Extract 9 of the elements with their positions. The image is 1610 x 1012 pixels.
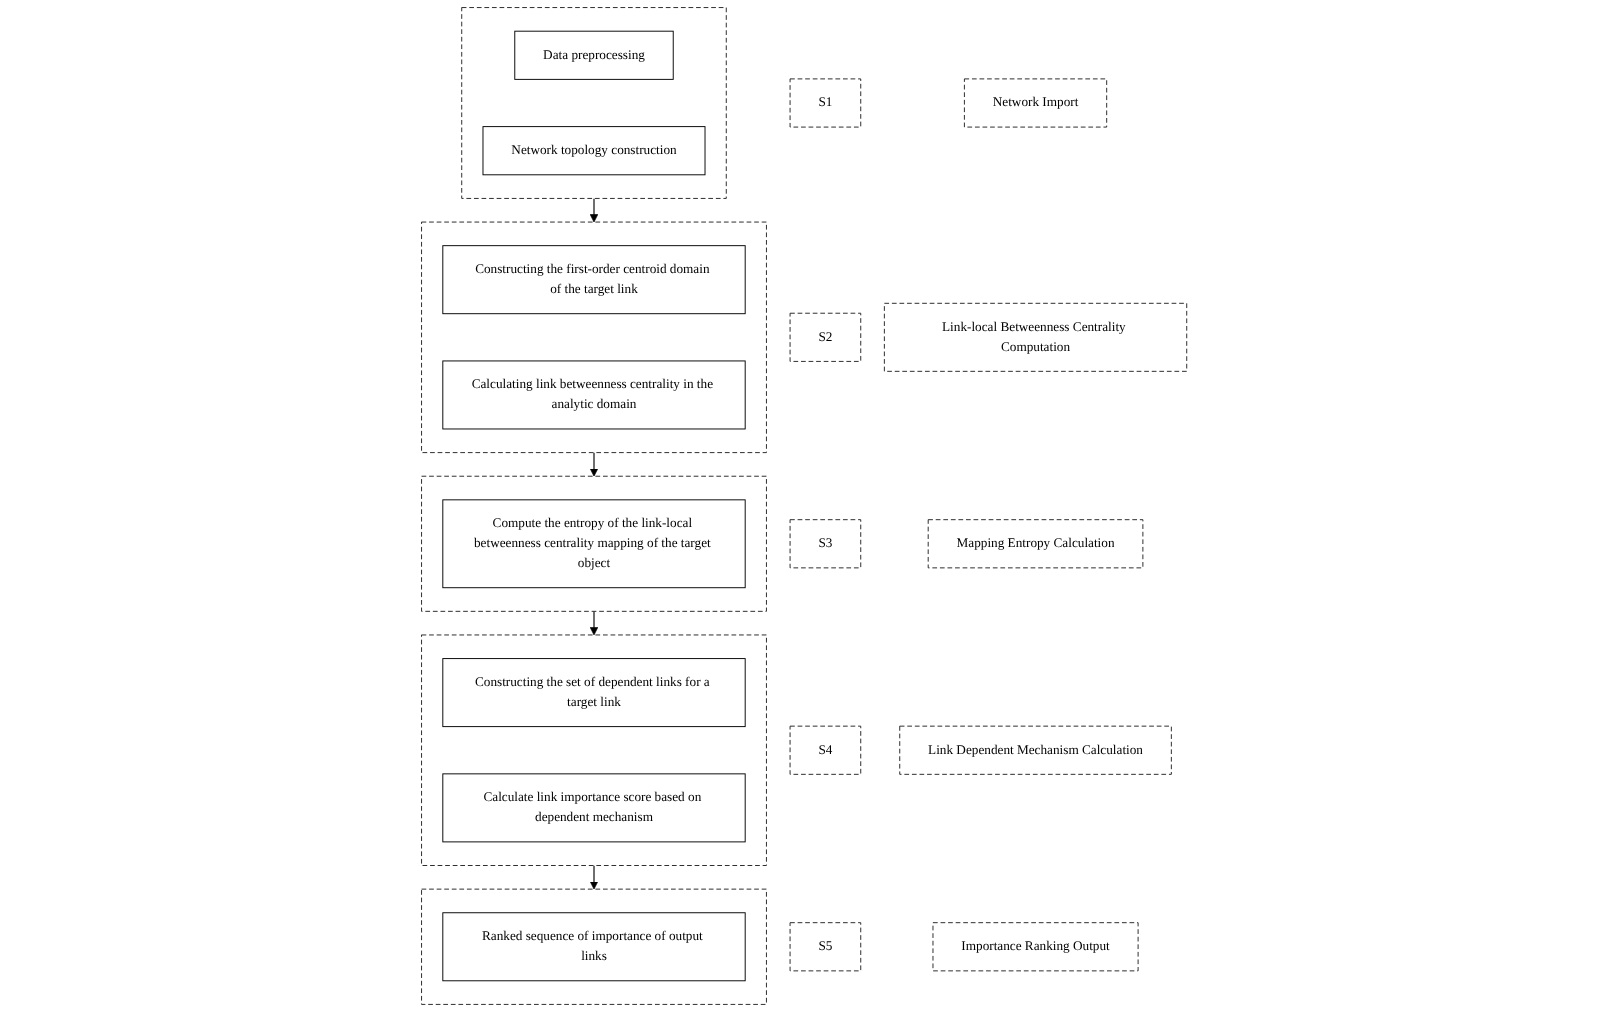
cluster <box>421 475 768 612</box>
arrow <box>590 452 599 477</box>
cluster <box>421 634 768 866</box>
arrow <box>590 864 599 890</box>
cluster <box>421 221 768 454</box>
cluster <box>421 888 768 1005</box>
arrow <box>590 610 599 636</box>
arrow <box>590 197 599 223</box>
cluster <box>462 7 728 199</box>
